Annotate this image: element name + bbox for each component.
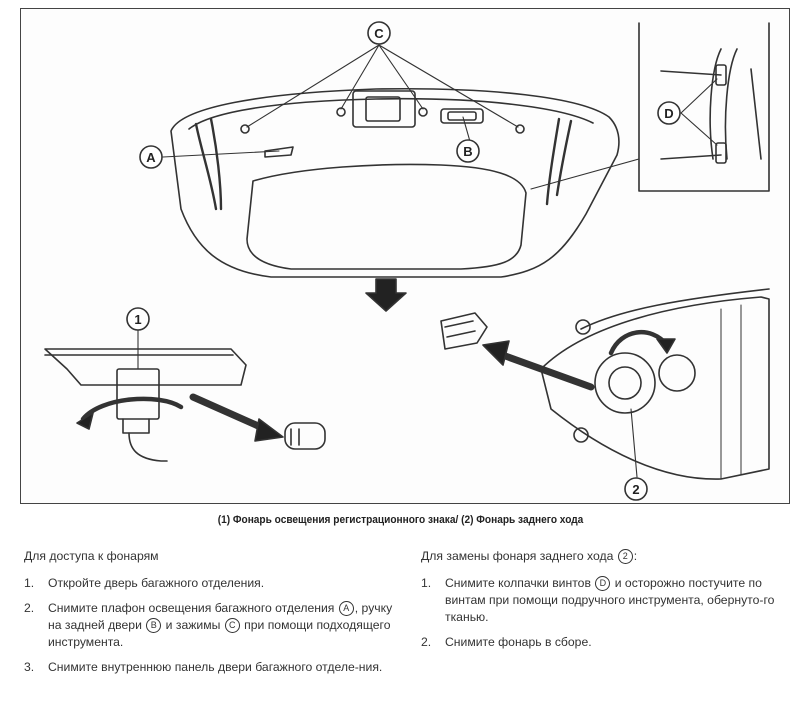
callout-d: D	[664, 106, 673, 121]
callout-a: A	[146, 150, 156, 165]
replacement-step-2: 2. Снимите фонарь в сборе.	[421, 635, 592, 649]
replacement-instructions: Для замены фонаря заднего хода 2: 1. Сни…	[421, 548, 787, 659]
callout-1: 1	[134, 312, 141, 327]
access-step-3: 3. Снимите внутреннюю панель двери багаж…	[24, 660, 383, 674]
rotate-arrow-left-head	[76, 412, 94, 430]
replacement-step-1: 1. Снимите колпачки винтов D и осторожно…	[421, 576, 775, 624]
access-step-1: 1. Откройте дверь багажного отделения.	[24, 576, 265, 590]
callout-a-inline: A	[338, 601, 354, 616]
callout-b-inline: B	[146, 618, 162, 633]
callout-d-inline: D	[595, 576, 611, 591]
callout-c: C	[374, 26, 384, 41]
removal-arrow-right	[493, 349, 595, 391]
figure-caption: (1) Фонарь освещения регистрационного зн…	[217, 514, 584, 526]
down-arrow	[365, 278, 407, 312]
rotate-arrow-right-head	[656, 338, 676, 354]
callout-c-inline: C	[224, 618, 240, 633]
liftgate-inner-edge	[188, 97, 594, 130]
callout-b: B	[463, 144, 472, 159]
removal-arrow-left	[189, 393, 269, 433]
liftgate-lamp-diagram: C A B D 1 2	[44, 21, 770, 501]
access-step-2: 2. Снимите плафон освещения багажного от…	[24, 601, 393, 649]
illustration-frame: C A B D 1 2	[20, 8, 790, 504]
callout-2-inline: 2	[617, 549, 633, 564]
replacement-heading: Для замены фонаря заднего хода 2:	[421, 549, 638, 564]
access-heading: Для доступа к фонарям	[24, 549, 159, 563]
callout-2: 2	[632, 482, 639, 497]
rear-window	[246, 163, 527, 270]
access-instructions: Для доступа к фонарям 1. Откройте дверь …	[24, 548, 394, 684]
